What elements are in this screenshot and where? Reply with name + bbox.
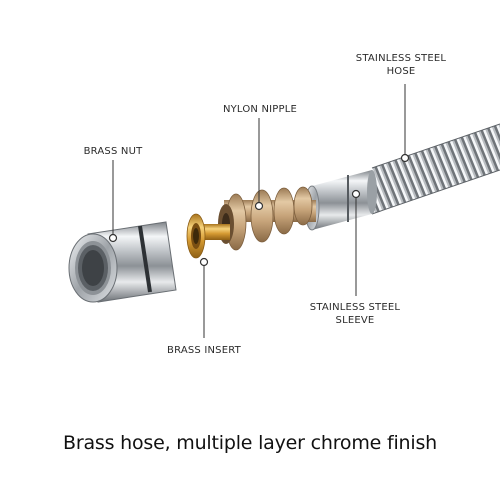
callout-brass-nut	[108, 160, 118, 243]
callout-nylon-nipple	[254, 118, 264, 211]
brass-nut-label: BRASS NUT	[83, 146, 143, 157]
callout-brass-insert	[199, 257, 209, 338]
stainless-steel-sleeve-label: STAINLESS STEEL SLEEVE	[309, 302, 401, 326]
callout-stainless-steel-sleeve	[351, 189, 361, 296]
brass-insert-label: BRASS INSERT	[167, 345, 241, 356]
product-caption: Brass hose, multiple layer chrome finish	[63, 432, 437, 454]
callout-stainless-steel-hose	[400, 84, 410, 163]
nylon-nipple-label: NYLON NIPPLE	[222, 104, 298, 115]
nylon-nipple	[218, 186, 316, 251]
stainless-steel-hose	[371, 123, 500, 215]
brass-nut	[68, 221, 177, 303]
stainless-steel-hose-label: STAINLESS STEEL HOSE	[355, 53, 447, 77]
brass-insert	[186, 213, 230, 259]
